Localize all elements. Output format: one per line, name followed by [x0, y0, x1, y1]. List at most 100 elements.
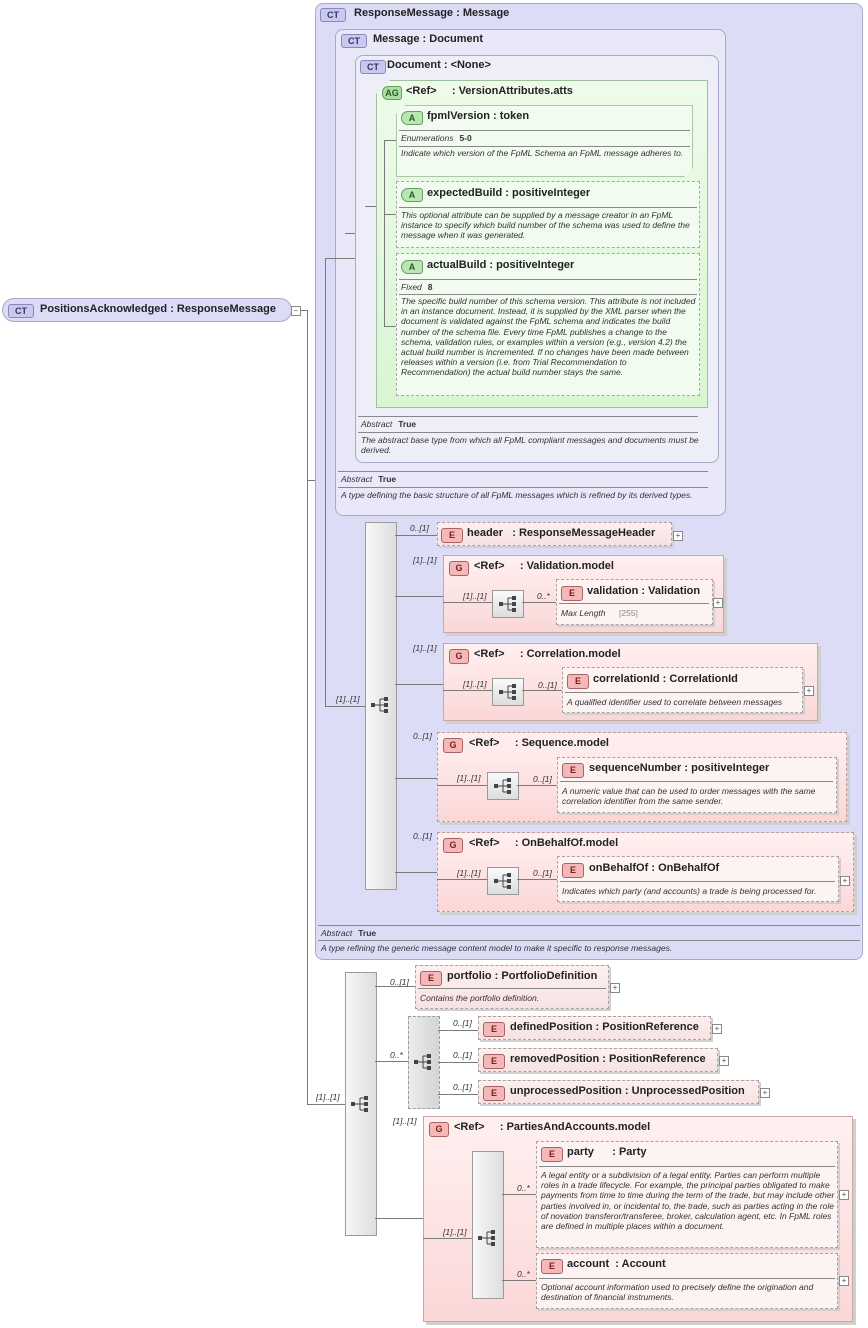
multiplicity: [1]..[1]	[393, 1116, 417, 1126]
connector	[395, 778, 437, 779]
connector	[437, 879, 487, 880]
multiplicity: 0..*	[537, 591, 550, 601]
divider	[539, 1166, 835, 1167]
element-title: sequenceNumber : positiveInteger	[589, 762, 770, 774]
root-title: PositionsAcknowledged : ResponseMessage	[40, 303, 276, 315]
choice-icon	[414, 1054, 431, 1070]
expand-button[interactable]: +	[673, 531, 683, 541]
connector	[345, 233, 355, 234]
divider	[565, 692, 799, 693]
expand-button[interactable]: +	[840, 876, 850, 886]
connector	[384, 140, 396, 141]
max-length-value: [255]	[619, 608, 638, 618]
connector	[365, 206, 376, 207]
connector	[325, 258, 326, 706]
connector	[443, 690, 492, 691]
multiplicity: [1]..[1]	[316, 1092, 340, 1102]
party-element	[536, 1141, 838, 1248]
connector	[297, 310, 307, 311]
divider	[399, 279, 697, 280]
connector	[307, 1104, 345, 1105]
connector	[395, 684, 443, 685]
group-title: <Ref> : Validation.model	[474, 560, 614, 572]
element-doc: A numeric value that can be used to orde…	[562, 786, 816, 807]
divider	[338, 471, 708, 472]
attribute-icon: A	[401, 111, 423, 125]
response-message-title: ResponseMessage : Message	[354, 7, 510, 19]
element-icon: E	[483, 1086, 505, 1101]
expand-button[interactable]: +	[713, 598, 723, 608]
attribute-icon: A	[401, 188, 423, 202]
element-icon: E	[541, 1259, 563, 1274]
complex-type-icon: CT	[360, 60, 386, 74]
removed-position-element	[478, 1048, 718, 1072]
sequence-number-element	[557, 757, 837, 813]
divider	[399, 207, 697, 208]
element-doc: A legal entity or a subdivision of a leg…	[541, 1170, 835, 1232]
sequence-icon	[371, 697, 388, 713]
sequence-bar	[365, 522, 397, 890]
group-icon: G	[443, 838, 463, 853]
element-icon: E	[561, 586, 583, 601]
multiplicity: [1]..[1]	[457, 868, 481, 878]
account-element	[536, 1253, 838, 1309]
multiplicity: [1]..[1]	[413, 555, 437, 565]
complex-type-icon: CT	[341, 34, 367, 48]
connector	[438, 1094, 478, 1095]
multiplicity: [1]..[1]	[457, 773, 481, 783]
element-title: account : Account	[567, 1258, 666, 1270]
multiplicity: [1]..[1]	[463, 679, 487, 689]
expand-button[interactable]: +	[719, 1056, 729, 1066]
document-doc: The abstract base type from which all Fp…	[361, 435, 699, 456]
response-message-doc: A type refining the generic message cont…	[321, 943, 673, 953]
element-title: header : ResponseMessageHeader	[467, 527, 656, 539]
multiplicity: 0..[1]	[453, 1082, 472, 1092]
group-title: <Ref> : Correlation.model	[474, 648, 621, 660]
divider	[318, 925, 860, 926]
divider	[539, 1278, 835, 1279]
multiplicity: [1]..[1]	[443, 1227, 467, 1237]
divider	[399, 294, 697, 295]
expand-button[interactable]: +	[839, 1276, 849, 1286]
expand-button[interactable]: +	[760, 1088, 770, 1098]
connector	[307, 310, 308, 1105]
multiplicity: [1]..[1]	[336, 694, 360, 704]
expand-button[interactable]: +	[712, 1024, 722, 1034]
sequence-icon	[487, 867, 519, 895]
element-title: validation : Validation	[587, 585, 701, 597]
element-icon: E	[562, 863, 584, 878]
group-title: <Ref> : OnBehalfOf.model	[469, 837, 619, 849]
element-doc: Contains the portfolio definition.	[420, 993, 540, 1003]
expand-button[interactable]: +	[610, 983, 620, 993]
connector	[375, 986, 415, 987]
header-element	[437, 522, 672, 546]
multiplicity: 0..[1]	[533, 868, 552, 878]
connector	[395, 535, 437, 536]
correlation-id-element	[562, 667, 803, 713]
element-title: onBehalfOf : OnBehalfOf	[589, 862, 720, 874]
collapse-button[interactable]: −	[291, 306, 301, 316]
sequence-icon	[487, 772, 519, 800]
sequence-icon	[492, 590, 524, 618]
multiplicity: 0..[1]	[390, 977, 409, 987]
connector	[384, 140, 385, 326]
expand-button[interactable]: +	[839, 1190, 849, 1200]
sequence-icon	[478, 1230, 495, 1246]
connector	[438, 1062, 478, 1063]
connector	[437, 785, 487, 786]
connector	[438, 1030, 478, 1031]
attribute-group-icon: AG	[382, 86, 402, 100]
sequence-icon	[351, 1096, 368, 1112]
element-icon: E	[420, 971, 442, 986]
sequence-bar	[472, 1151, 504, 1299]
expand-button[interactable]: +	[804, 686, 814, 696]
divider	[399, 130, 690, 131]
defined-position-element	[478, 1016, 711, 1040]
multiplicity: 0..[1]	[413, 731, 432, 741]
multiplicity: 0..*	[517, 1183, 530, 1193]
element-doc: Optional account information used to pre…	[541, 1282, 814, 1303]
